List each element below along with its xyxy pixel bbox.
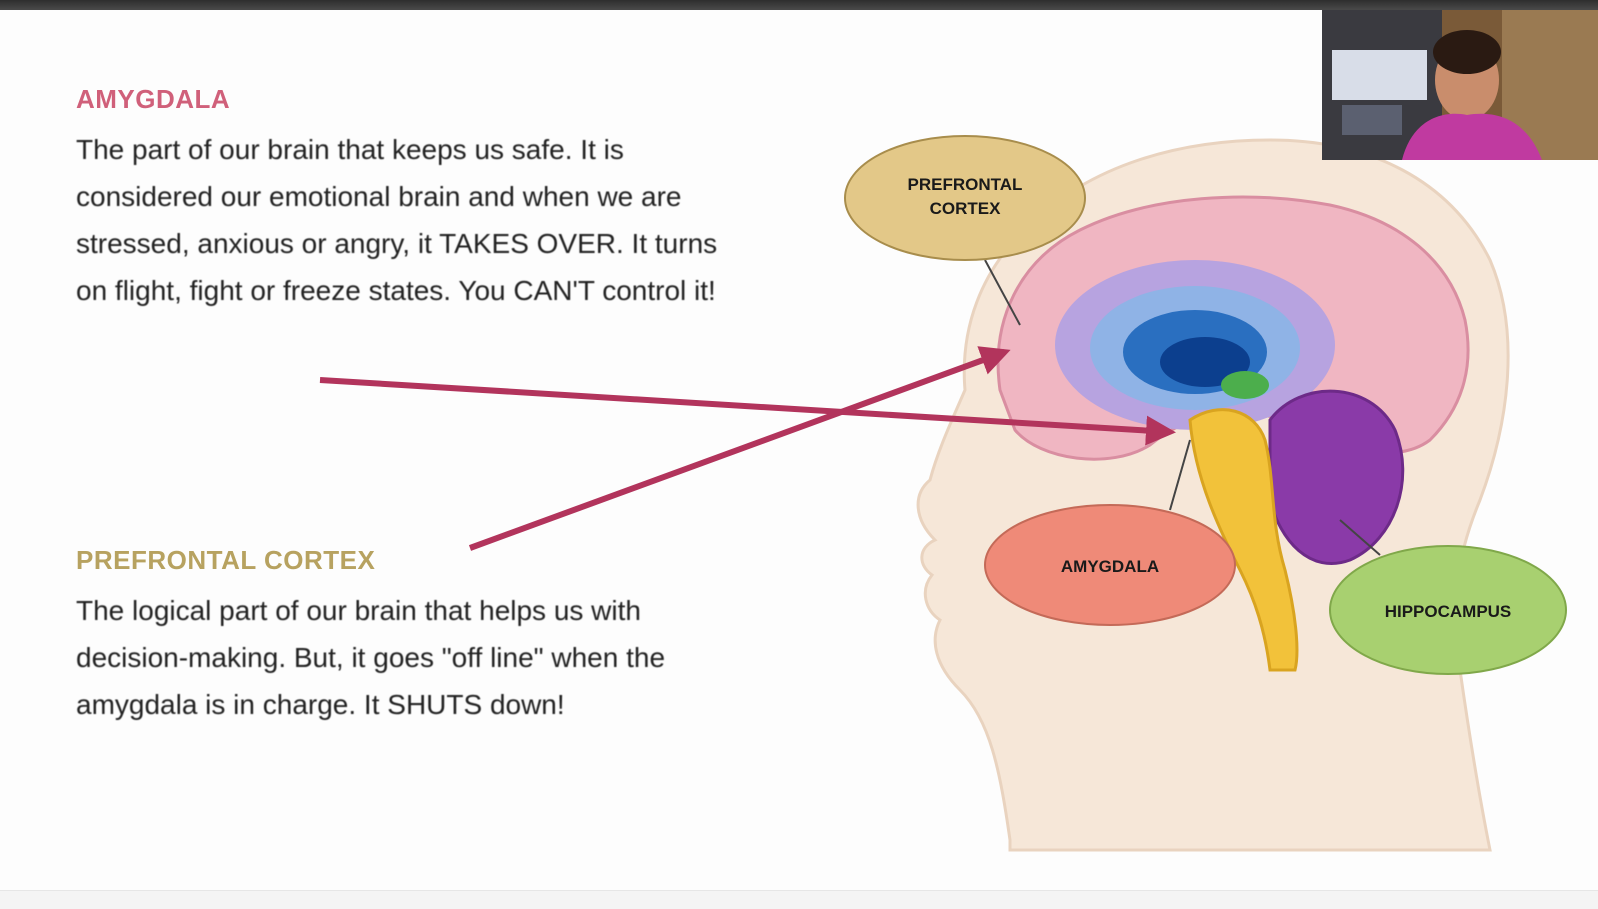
slide-bottom-strip xyxy=(0,890,1598,909)
amygdala-bubble-label: AMYGDALA xyxy=(1061,557,1159,576)
presenter-video-icon xyxy=(1322,10,1598,160)
amygdala-description: The part of our brain that keeps us safe… xyxy=(76,126,756,314)
hippocampus-bubble-label: HIPPOCAMPUS xyxy=(1385,602,1512,621)
hippocampus-region xyxy=(1221,371,1269,399)
prefrontal-bubble-label-line2: CORTEX xyxy=(930,199,1002,218)
amygdala-heading: AMYGDALA xyxy=(76,84,230,115)
prefrontal-bubble-label-line1: PREFRONTAL xyxy=(908,175,1023,194)
prefrontal-cortex-description: The logical part of our brain that helps… xyxy=(76,587,716,728)
prefrontal-cortex-heading: PREFRONTAL CORTEX xyxy=(76,545,375,576)
prefrontal-bubble xyxy=(845,136,1085,260)
presenter-video-thumbnail[interactable] xyxy=(1322,10,1598,160)
